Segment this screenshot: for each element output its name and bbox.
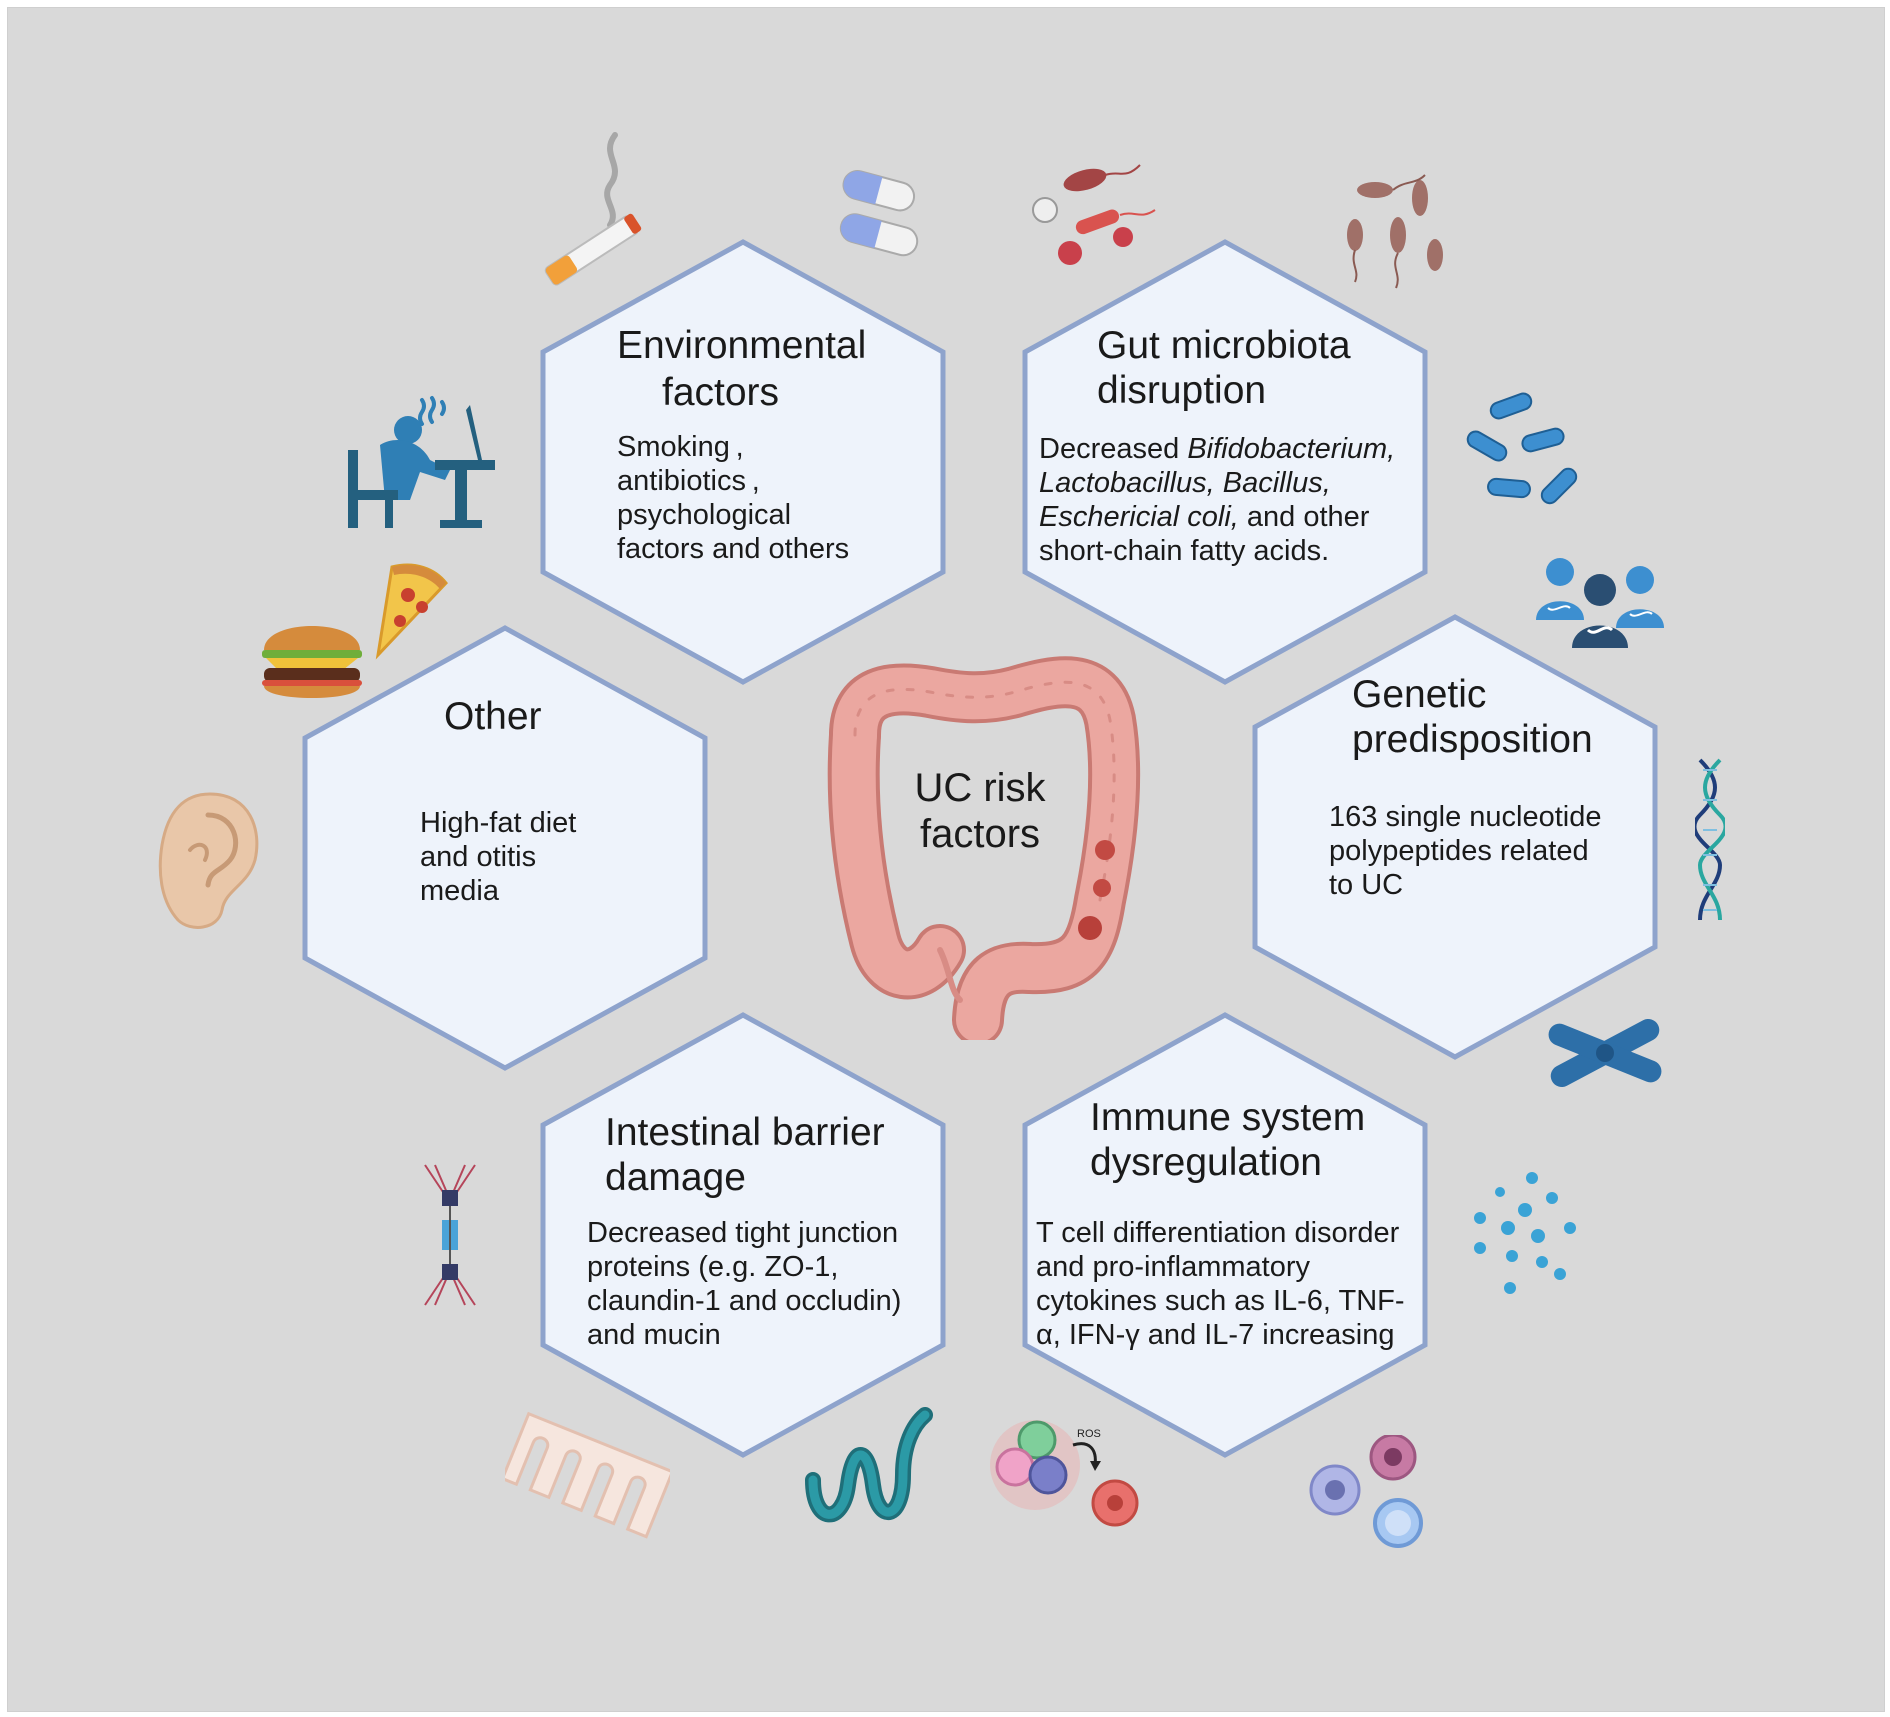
intestinal-villi-icon [505, 1411, 670, 1539]
gut-body-line: Decreased Bifidobacterium, [1039, 432, 1395, 466]
barrier-body-line: claundin-1 and occludin) [587, 1285, 902, 1317]
ear-icon [158, 792, 259, 929]
immune-title-line2: dysregulation [1090, 1141, 1322, 1184]
bacteria-icon [1347, 174, 1443, 289]
blue-bacteria-icon [1466, 392, 1578, 505]
chromosome-icon [1548, 1018, 1662, 1088]
burger-icon [262, 626, 362, 698]
gut-body-line: short-chain fatty acids. [1039, 535, 1330, 567]
hex-barrier [540, 1012, 946, 1458]
other-body: High-fat diet and otitis media [420, 806, 576, 908]
tight-junction-icon [424, 1164, 476, 1306]
immune-body-line: α, IFN-γ and IL-7 increasing [1036, 1319, 1395, 1351]
gut-body-line: Lactobacillus, Bacillus, [1039, 466, 1395, 500]
barrier-body-line: Decreased tight junction [587, 1217, 899, 1249]
environmental-title: Environmental [617, 324, 867, 367]
ros-label: ROS [1077, 1428, 1101, 1440]
center-title-line2: factors [919, 812, 1041, 856]
environmental-body-line: factors and others [617, 533, 850, 565]
immune-body-line: and pro-inflammatory [1036, 1251, 1310, 1283]
immune-body: T cell differentiation disorder and pro-… [1036, 1216, 1405, 1352]
genetic-body: 163 single nucleotide polypeptides relat… [1329, 800, 1601, 902]
immune-body-line: cytokines such as IL-6, TNF- [1036, 1285, 1405, 1317]
gut-title-line2: disruption [1097, 369, 1267, 412]
hex-other [302, 625, 708, 1071]
barrier-body-line: and mucin [587, 1319, 721, 1351]
gut-body-italic: Eschericial coli, [1039, 501, 1239, 533]
microbes-icon [1032, 164, 1156, 265]
genetic-title: Genetic [1352, 673, 1487, 716]
gut-title: Gut microbiota [1097, 324, 1351, 367]
dna-helix-icon [1695, 758, 1725, 921]
gut-body-text: Decreased [1039, 433, 1188, 465]
pizza-icon [375, 563, 448, 660]
environmental-body-line: antibiotics , [617, 465, 760, 497]
environmental-title-line2: factors [662, 371, 780, 414]
barrier-title: Intestinal barrier [605, 1111, 885, 1154]
barrier-body-line: proteins (e.g. ZO-1, [587, 1251, 839, 1283]
immune-cells-ros-icon: ROS [990, 1420, 1139, 1527]
genetic-body-line: to UC [1329, 869, 1404, 901]
genetic-title-line2: predisposition [1352, 718, 1593, 761]
immune-body-line: T cell differentiation disorder [1036, 1217, 1400, 1249]
environmental-body: Smoking , antibiotics , psychological fa… [617, 430, 849, 566]
barrier-title-line2: damage [605, 1156, 746, 1199]
genetic-body-line: 163 single nucleotide [1329, 801, 1602, 833]
environmental-body-line: Smoking , [617, 431, 744, 463]
gut-body-text: and other [1238, 501, 1370, 533]
center-title: UC risk factors [880, 765, 1080, 857]
blood-cells-icon [1309, 1435, 1423, 1548]
center-title-line1: UC risk [914, 766, 1046, 810]
colon-icon [827, 656, 1141, 1040]
cigarette-icon [544, 132, 642, 286]
intestine-tube-icon [805, 1407, 933, 1523]
genetic-body-line: polypeptides related [1329, 835, 1589, 867]
hex-environmental [540, 239, 946, 685]
gut-body: Decreased Bifidobacterium, Lactobacillus… [1039, 432, 1395, 568]
stress-worker-icon [348, 396, 495, 528]
other-body-line: High-fat diet [420, 807, 577, 839]
cytokine-dots-icon [1474, 1172, 1576, 1294]
gut-body-italic: Bifidobacterium, [1187, 433, 1396, 465]
other-title: Other [444, 695, 542, 738]
other-body-line: media [420, 875, 499, 907]
gut-body-italic: Lactobacillus, Bacillus, [1039, 467, 1331, 499]
gut-body-line: Eschericial coli, and other [1039, 500, 1395, 534]
barrier-body: Decreased tight junction proteins (e.g. … [587, 1216, 901, 1352]
environmental-body-line: psychological [617, 499, 792, 531]
hex-genetic [1252, 614, 1658, 1060]
immune-title: Immune system [1090, 1096, 1366, 1139]
hex-gut [1022, 239, 1428, 685]
other-body-line: and otitis [420, 841, 537, 873]
pills-icon [839, 170, 919, 257]
hex-immune [1022, 1012, 1428, 1458]
genetic-people-icon [1536, 558, 1664, 648]
